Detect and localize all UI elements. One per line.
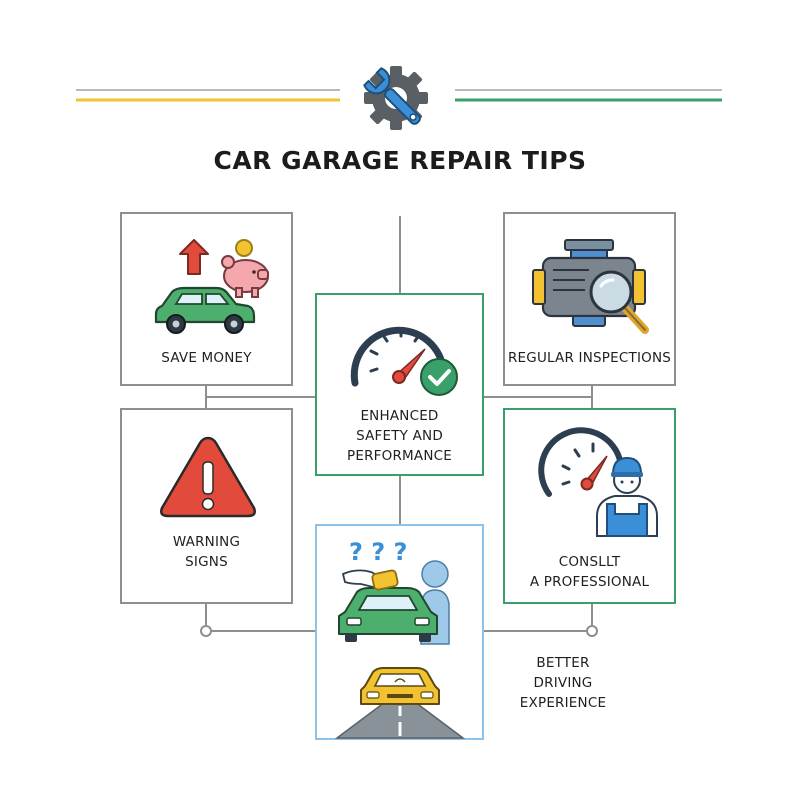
card-label-save-money: SAVE MONEY (161, 350, 252, 366)
page-title: CAR GARAGE REPAIR TIPS (213, 146, 587, 175)
car-cleaning-road-icon: ? ? ? (334, 538, 466, 739)
label-better-line2: DRIVING (533, 675, 593, 691)
card-consult-professional: CONSLLT A PROFESSIONAL (503, 408, 676, 604)
card-label-consult-line1: CONSLLT (558, 554, 621, 570)
warning-triangle-icon (160, 436, 256, 518)
wrench-gear-icon (363, 66, 428, 130)
label-better-line1: BETTER (536, 655, 590, 671)
card-label-enhanced-line3: PERFORMANCE (347, 448, 452, 464)
card-save-money: SAVE MONEY (120, 212, 293, 386)
card-warning-signs: WARNING SIGNS (120, 408, 293, 604)
card-better-driving: ? ? ? (315, 524, 484, 740)
card-label-consult-line2: A PROFESSIONAL (529, 574, 650, 590)
gauge-check-icon (350, 326, 458, 396)
card-regular-inspections: REGULAR INSPECTIONS (503, 212, 676, 386)
gauge-mechanic-icon (538, 427, 658, 537)
car-piggy-bank-icon (154, 239, 269, 334)
question-marks: ? ? ? (349, 538, 407, 566)
card-label-enhanced-line1: ENHANCED (360, 408, 439, 424)
card-enhanced-safety: ENHANCED SAFETY AND PERFORMANCE (315, 293, 484, 476)
card-label-regular-inspections: REGULAR INSPECTIONS (507, 350, 672, 366)
label-better-line3: EXPERIENCE (519, 695, 607, 711)
card-label-enhanced-line2: SAFETY AND (356, 428, 443, 444)
card-label-warning-line2: SIGNS (185, 554, 228, 570)
engine-magnifier-icon (532, 239, 649, 334)
card-label-warning-line1: WARNING (172, 534, 241, 550)
